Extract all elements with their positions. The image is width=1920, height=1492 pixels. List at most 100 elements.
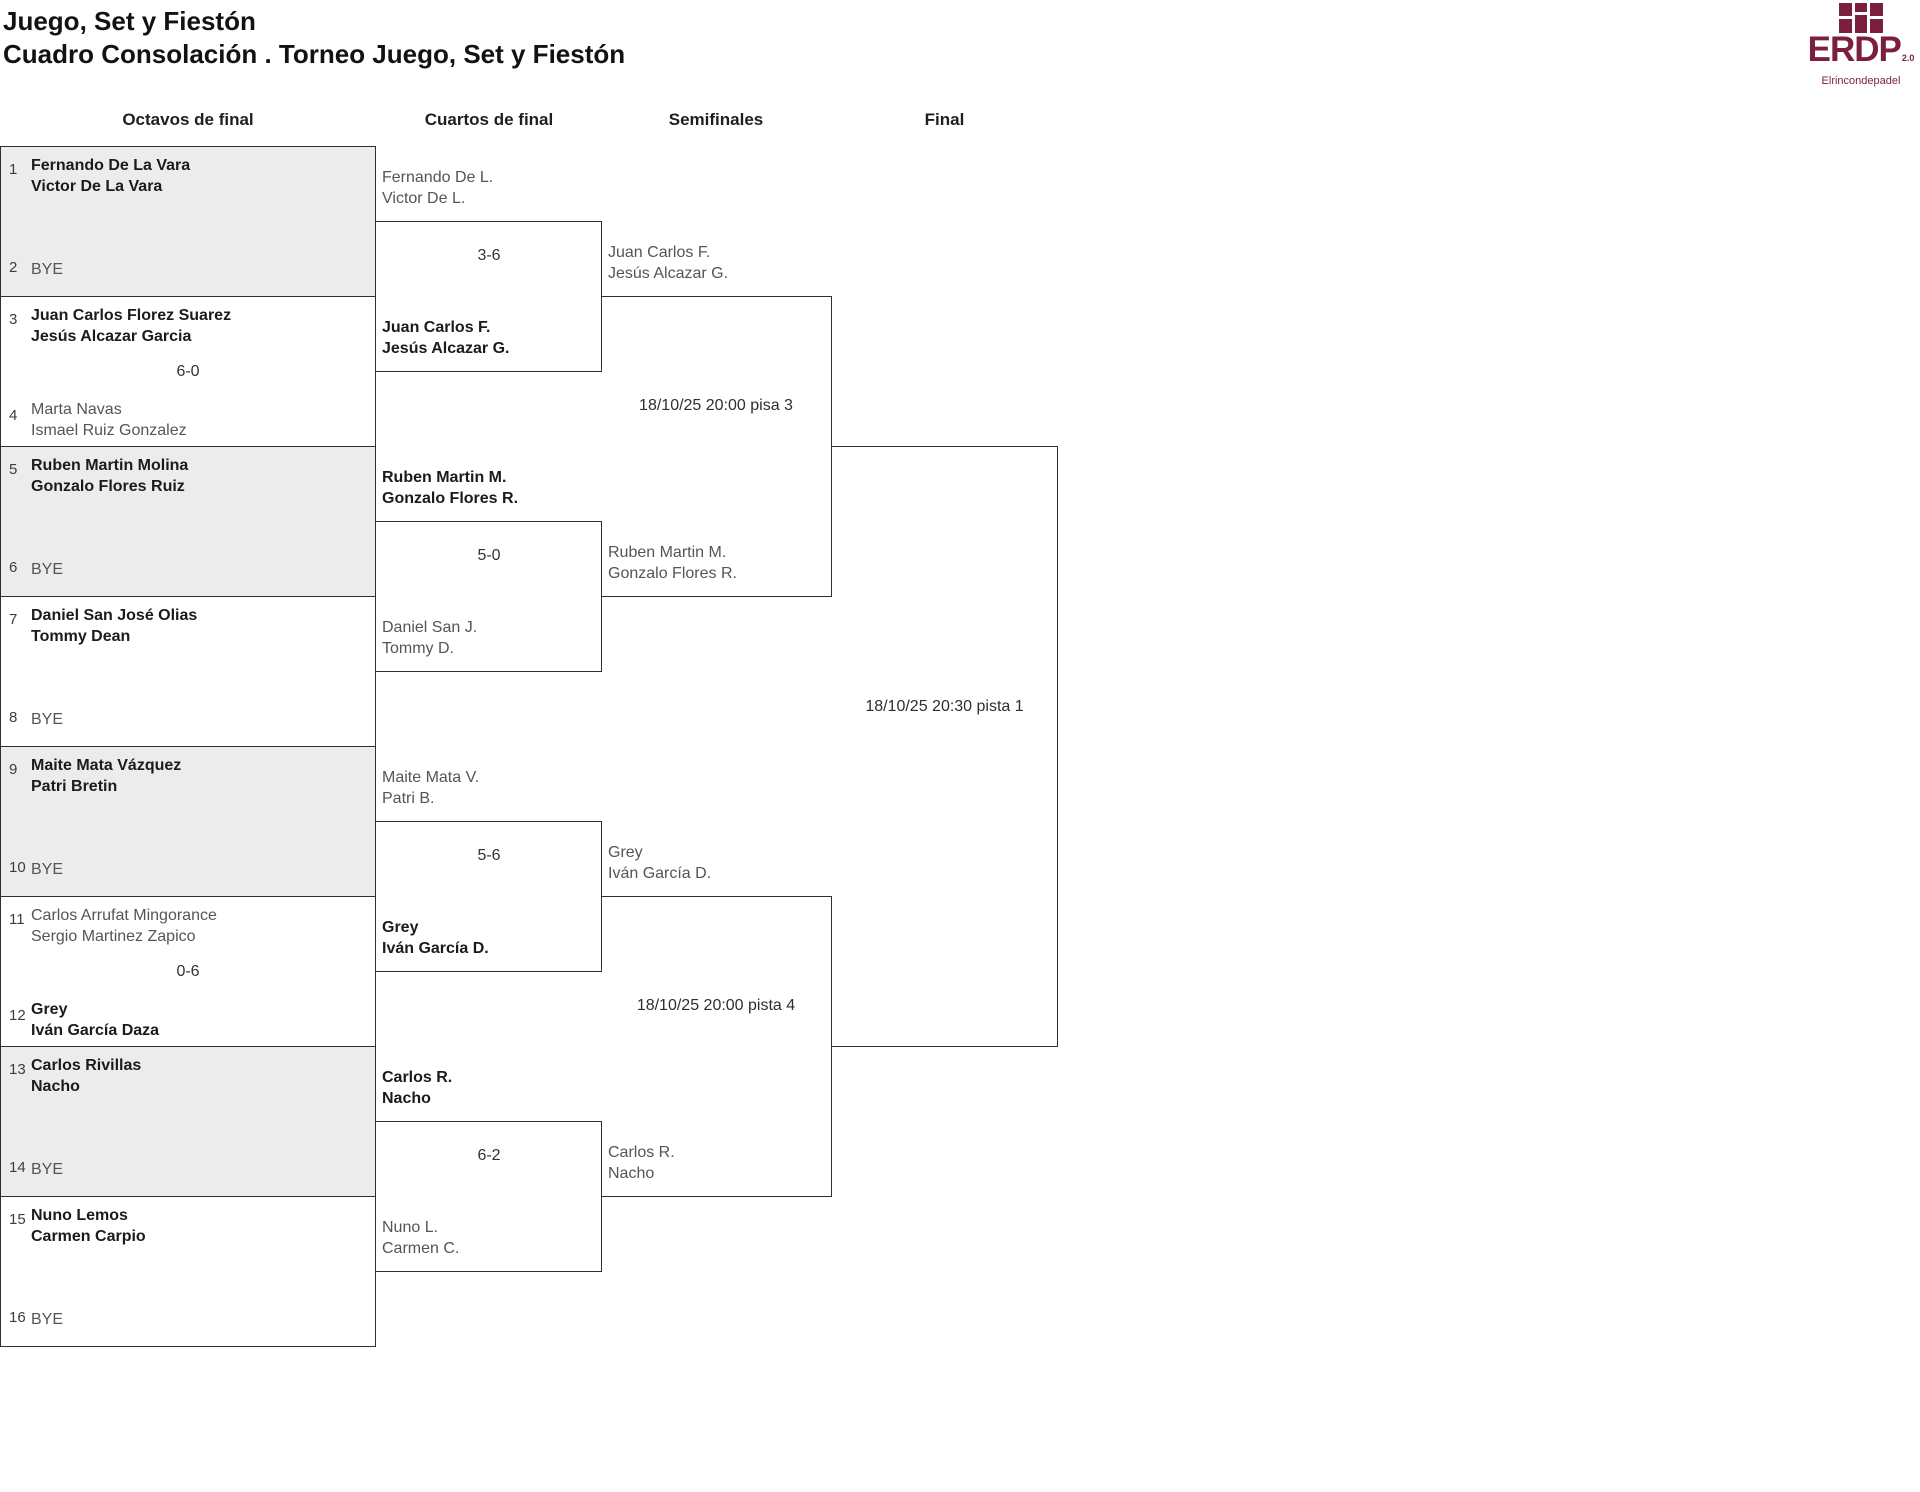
team-name-line: Carmen C. xyxy=(382,1240,460,1257)
logo-version: 2.0 xyxy=(1901,53,1915,63)
seed-number: 15 xyxy=(9,1211,26,1228)
r16-box-11-12: 11 Carlos Arrufat Mingorance Sergio Mart… xyxy=(0,896,376,1047)
team-entry: Carlos R. Nacho xyxy=(382,1067,452,1109)
team-entry: Carlos R. Nacho xyxy=(608,1142,675,1184)
seed-number: 4 xyxy=(9,407,18,424)
team-name-line: Gonzalo Flores Ruiz xyxy=(31,478,185,495)
team-entry: Daniel San J. Tommy D. xyxy=(382,617,477,659)
page-subtitle: Cuadro Consolación . Torneo Juego, Set y… xyxy=(3,39,626,69)
seed-number: 13 xyxy=(9,1061,26,1078)
team-name-line: Iván García D. xyxy=(608,865,712,882)
team-entry: BYE xyxy=(31,1309,63,1330)
seed-number: 12 xyxy=(9,1007,26,1024)
team-name-line: Nacho xyxy=(382,1090,431,1107)
match-schedule: 18/10/25 20:30 pista 1 xyxy=(865,698,1024,715)
team-name-line: Maite Mata Vázquez xyxy=(31,757,182,774)
team-name-line: Iván García Daza xyxy=(31,1022,160,1039)
r16-box-13-14: 13 Carlos Rivillas Nacho 14 BYE xyxy=(0,1046,376,1197)
team-entry: BYE xyxy=(31,1159,63,1180)
team-entry: Ruben Martin Molina Gonzalo Flores Ruiz xyxy=(31,455,188,497)
seed-number: 11 xyxy=(9,911,25,928)
team-name-line: Marta Navas xyxy=(31,401,122,418)
team-name-line: Nacho xyxy=(31,1078,80,1095)
match-score: 6-2 xyxy=(477,1147,501,1164)
team-name-line: Nuno Lemos xyxy=(31,1207,128,1224)
team-name-line: Ruben Martin M. xyxy=(608,544,727,561)
r16-box-15-16: 15 Nuno Lemos Carmen Carpio 16 BYE xyxy=(0,1196,376,1347)
team-name-line: Patri B. xyxy=(382,790,435,807)
team-entry: Fernando De L. Victor De L. xyxy=(382,167,493,209)
team-name-line: Juan Carlos F. xyxy=(382,319,491,336)
team-name-line: Victor De L. xyxy=(382,190,466,207)
team-entry: Maite Mata V. Patri B. xyxy=(382,767,479,809)
bracket-line xyxy=(601,296,831,297)
seed-number: 14 xyxy=(9,1159,26,1176)
team-name-line: BYE xyxy=(31,561,64,578)
team-entry: Ruben Martin M. Gonzalo Flores R. xyxy=(382,467,518,509)
team-name-line: Ismael Ruiz Gonzalez xyxy=(31,422,187,439)
bracket-line xyxy=(375,221,602,222)
erdp-logo: ERDP2.0 Elrincondepadel xyxy=(1806,3,1916,87)
team-entry: Grey Iván García D. xyxy=(382,917,489,959)
seed-number: 16 xyxy=(9,1309,26,1326)
team-entry: Juan Carlos F. Jesús Alcazar G. xyxy=(382,317,509,359)
team-name-line: Carlos R. xyxy=(608,1144,675,1161)
column-header-octavos: Octavos de final xyxy=(122,110,254,129)
match-score: 0-6 xyxy=(176,963,200,980)
team-name-line: Juan Carlos F. xyxy=(608,244,711,261)
team-entry: Ruben Martin M. Gonzalo Flores R. xyxy=(608,542,737,584)
team-entry: Juan Carlos Florez Suarez Jesús Alcazar … xyxy=(31,305,231,347)
team-name-line: Fernando De La Vara xyxy=(31,157,191,174)
r16-box-7-8: 7 Daniel San José Olias Tommy Dean 8 BYE xyxy=(0,596,376,747)
team-name-line: Grey xyxy=(382,919,419,936)
team-name-line: Carlos R. xyxy=(382,1069,453,1086)
match-schedule: 18/10/25 20:00 pisa 3 xyxy=(639,397,793,414)
team-entry: Grey Iván García Daza xyxy=(31,999,159,1041)
team-name-line: BYE xyxy=(31,1161,64,1178)
column-header-semifinales: Semifinales xyxy=(668,110,764,129)
bracket-line xyxy=(601,896,831,897)
team-entry: Nuno L. Carmen C. xyxy=(382,1217,459,1259)
team-name-line: Jesús Alcazar Garcia xyxy=(31,328,192,345)
bracket-line xyxy=(831,1046,1058,1047)
team-name-line: BYE xyxy=(31,711,64,728)
team-entry: BYE xyxy=(31,559,63,580)
team-name-line: Jesús Alcazar G. xyxy=(608,265,729,282)
erdp-wordmark: ERDP2.0 xyxy=(1807,30,1915,69)
team-entry: Grey Iván García D. xyxy=(608,842,711,884)
team-name-line: Ruben Martin Molina xyxy=(31,457,189,474)
column-header-cuartos: Cuartos de final xyxy=(424,110,554,129)
team-name-line: Juan Carlos Florez Suarez xyxy=(31,307,232,324)
bracket-line xyxy=(375,821,602,822)
team-name-line: Gonzalo Flores R. xyxy=(382,490,519,507)
team-name-line: BYE xyxy=(31,1311,64,1328)
match-score: 6-0 xyxy=(176,363,200,380)
seed-number: 1 xyxy=(9,161,18,178)
team-name-line: Gonzalo Flores R. xyxy=(608,565,737,582)
team-name-line: BYE xyxy=(31,861,64,878)
team-entry: Maite Mata Vázquez Patri Bretin xyxy=(31,755,181,797)
r16-box-5-6: 5 Ruben Martin Molina Gonzalo Flores Rui… xyxy=(0,446,376,597)
bracket-line xyxy=(1057,446,1058,1047)
padel-court-icon xyxy=(1806,3,1916,33)
erdp-tagline: Elrincondepadel xyxy=(1821,75,1901,87)
r16-box-9-10: 9 Maite Mata Vázquez Patri Bretin 10 BYE xyxy=(0,746,376,897)
bracket-line xyxy=(831,446,1058,447)
team-name-line: Tommy D. xyxy=(382,640,454,657)
team-entry: Fernando De La Vara Victor De La Vara xyxy=(31,155,190,197)
bracket-line xyxy=(375,1121,602,1122)
bracket-line xyxy=(601,596,831,597)
seed-number: 5 xyxy=(9,461,18,478)
team-name-line: Carlos Rivillas xyxy=(31,1057,142,1074)
team-entry: Carlos Rivillas Nacho xyxy=(31,1055,141,1097)
seed-number: 7 xyxy=(9,611,18,628)
team-entry: BYE xyxy=(31,709,63,730)
team-name-line: Maite Mata V. xyxy=(382,769,480,786)
team-name-line: Tommy Dean xyxy=(31,628,131,645)
bracket-line xyxy=(375,671,602,672)
team-entry: Carlos Arrufat Mingorance Sergio Martine… xyxy=(31,905,217,947)
team-entry: Juan Carlos F. Jesús Alcazar G. xyxy=(608,242,728,284)
bracket-line xyxy=(375,371,602,372)
team-entry: Nuno Lemos Carmen Carpio xyxy=(31,1205,146,1247)
